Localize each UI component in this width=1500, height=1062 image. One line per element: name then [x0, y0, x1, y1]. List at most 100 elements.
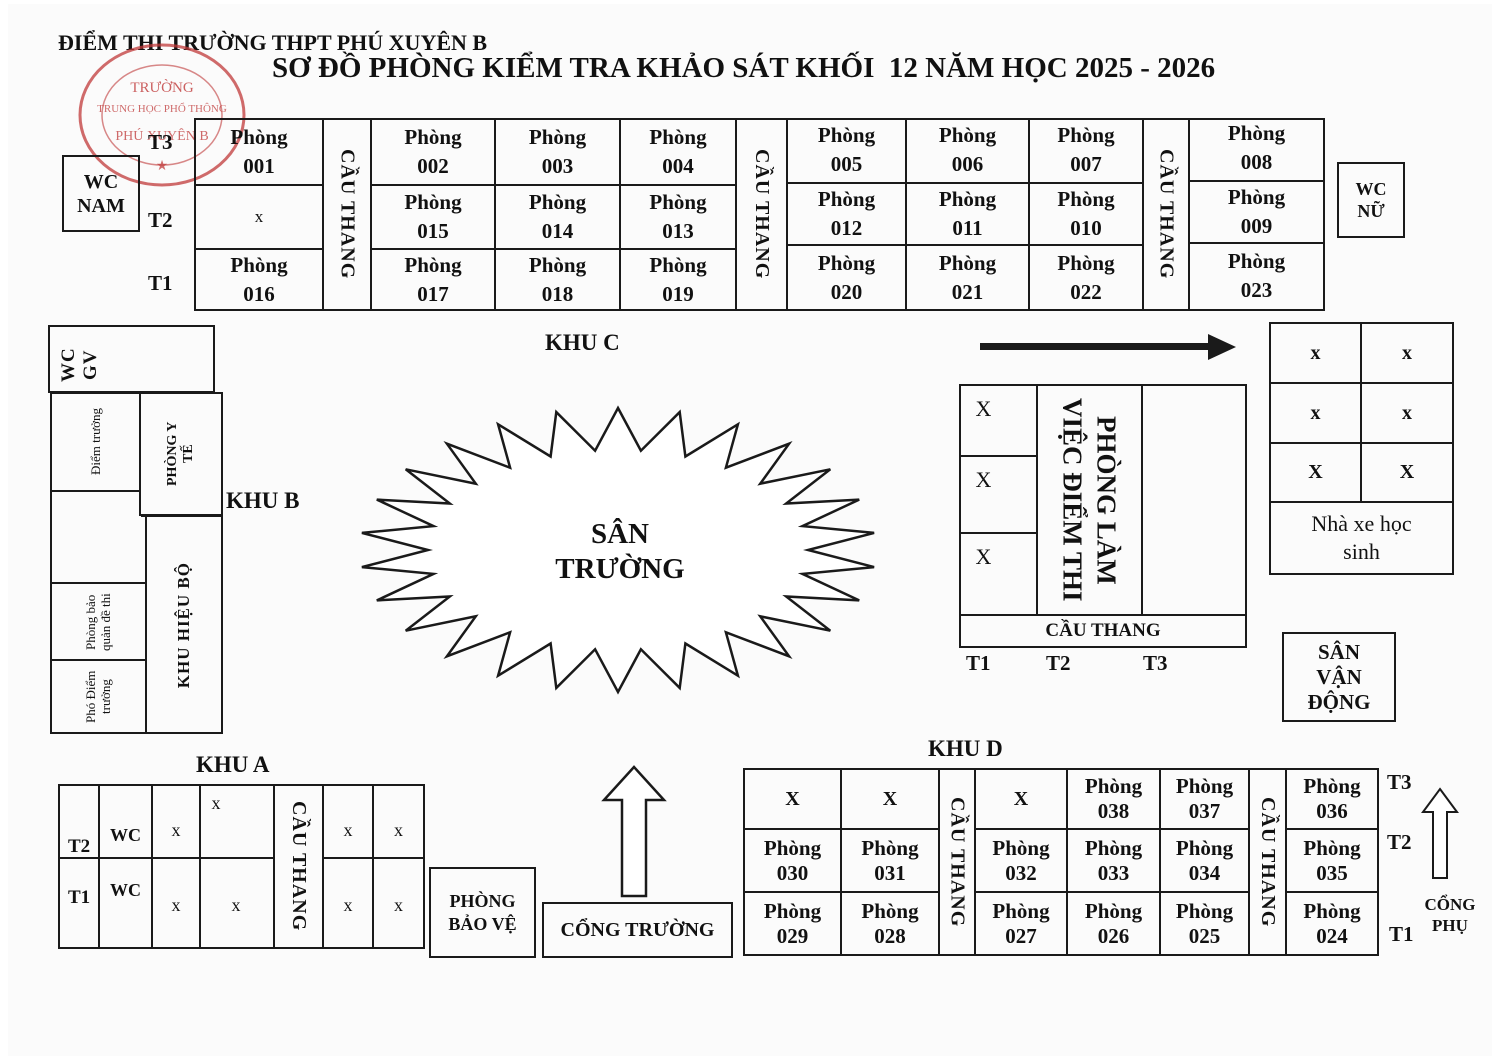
stair-label: CẦU THANG — [336, 149, 359, 280]
school-stamp: TRƯỜNG TRUNG HỌC PHỔ THÔNG PHÚ XUYÊN B ★ — [76, 40, 248, 190]
svg-text:★: ★ — [156, 159, 169, 174]
stair-label: CẦU THANG — [1155, 149, 1178, 280]
floor-t3-top: T3 — [148, 130, 173, 154]
khu-a-label: KHU A — [196, 752, 270, 777]
pho-diem-truong: Phó Điểm trưởng — [83, 670, 113, 724]
unused-room: x — [1402, 341, 1412, 364]
page-title: SƠ ĐỒ PHÒNG KIỂM TRA KHẢO SÁT KHỐI 12 NĂ… — [272, 52, 1216, 84]
khu-a-building — [58, 784, 425, 949]
unused-room: x — [1402, 401, 1412, 424]
svg-text:PHÚ XUYÊN B: PHÚ XUYÊN B — [115, 127, 208, 144]
floor-t2-khu-d: T2 — [1387, 830, 1412, 854]
unused-room: x — [1310, 401, 1321, 424]
unused-room: x — [171, 894, 181, 915]
exam-office-building — [959, 384, 1247, 648]
unused-room: x — [211, 792, 221, 813]
khu-d-building — [743, 768, 1379, 956]
san-truong-label: SÂN TRƯỜNG — [555, 518, 685, 585]
svg-text:TRƯỜNG: TRƯỜNG — [130, 79, 193, 96]
stair-label: CẦU THANG — [751, 149, 773, 280]
unused-room: x — [171, 819, 181, 840]
svg-text:TRUNG HỌC PHỔ THÔNG: TRUNG HỌC PHỔ THÔNG — [97, 102, 227, 115]
unused-room: x — [231, 894, 241, 915]
floor-t2-khu-a: T2 — [68, 836, 91, 857]
nha-xe-label: Nhà xe học sinh — [1311, 511, 1412, 564]
khu-d-label: KHU D — [928, 736, 1003, 761]
unused-room: x — [343, 819, 353, 840]
unused-room: x — [394, 819, 403, 840]
unused-room: x — [343, 894, 353, 915]
stair-label: CẦU THANG — [946, 796, 969, 928]
khu-c-label: KHU C — [545, 330, 620, 355]
unused-room: x — [1310, 341, 1321, 364]
floor-t2-top: T2 — [148, 208, 173, 232]
khu-hieu-bo: KHU HIỆU BỘ — [174, 561, 193, 689]
direction-arrow — [980, 332, 1240, 362]
cong-phu: CỔNG PHỤ — [1424, 895, 1476, 935]
cong-truong: CỔNG TRƯỜNG — [542, 902, 733, 958]
stair-label: CẦU THANG — [288, 801, 310, 932]
phong-bao-quan-de-thi: Phòng bảo quản đề thi — [83, 592, 113, 651]
unused-room: x — [254, 207, 264, 226]
wc-nu: WC NỮ — [1337, 162, 1405, 238]
khu-b-building — [50, 392, 223, 734]
san-van-dong: SÂN VẬN ĐỘNG — [1282, 632, 1396, 722]
unused-room: X — [975, 395, 992, 421]
floor-t1-khu-d: T1 — [1389, 922, 1414, 946]
entrance-arrow — [600, 764, 668, 900]
unused-room: X — [785, 787, 800, 810]
stair-label: CẦU THANG — [1257, 796, 1279, 928]
floor-t1-office: T1 — [966, 651, 991, 675]
phong-y-te: PHÒNG Y TẾ — [165, 421, 196, 487]
unused-room: X — [1399, 461, 1415, 483]
unused-room: X — [975, 543, 992, 569]
unused-room: X — [1308, 461, 1323, 483]
san-truong-outline — [361, 405, 875, 695]
floor-t3-office: T3 — [1143, 651, 1168, 675]
wc-gv: WC GV — [48, 325, 215, 393]
unused-room: X — [882, 787, 898, 810]
unused-room: X — [975, 466, 992, 492]
floor-t2-office: T2 — [1046, 651, 1071, 675]
unused-room: x — [394, 894, 403, 915]
wc-nam: WC NAM — [62, 155, 140, 232]
side-gate-arrow — [1420, 786, 1460, 882]
exam-office-label: PHÒNG LÀM VIỆC ĐIỂM THI — [1057, 398, 1122, 602]
diem-truong: Điểm trưởng — [88, 408, 103, 476]
khu-b-label: KHU B — [226, 488, 300, 513]
phong-bao-ve: PHÒNG BẢO VỆ — [429, 867, 536, 958]
wc-khu-a: WC — [110, 879, 141, 900]
